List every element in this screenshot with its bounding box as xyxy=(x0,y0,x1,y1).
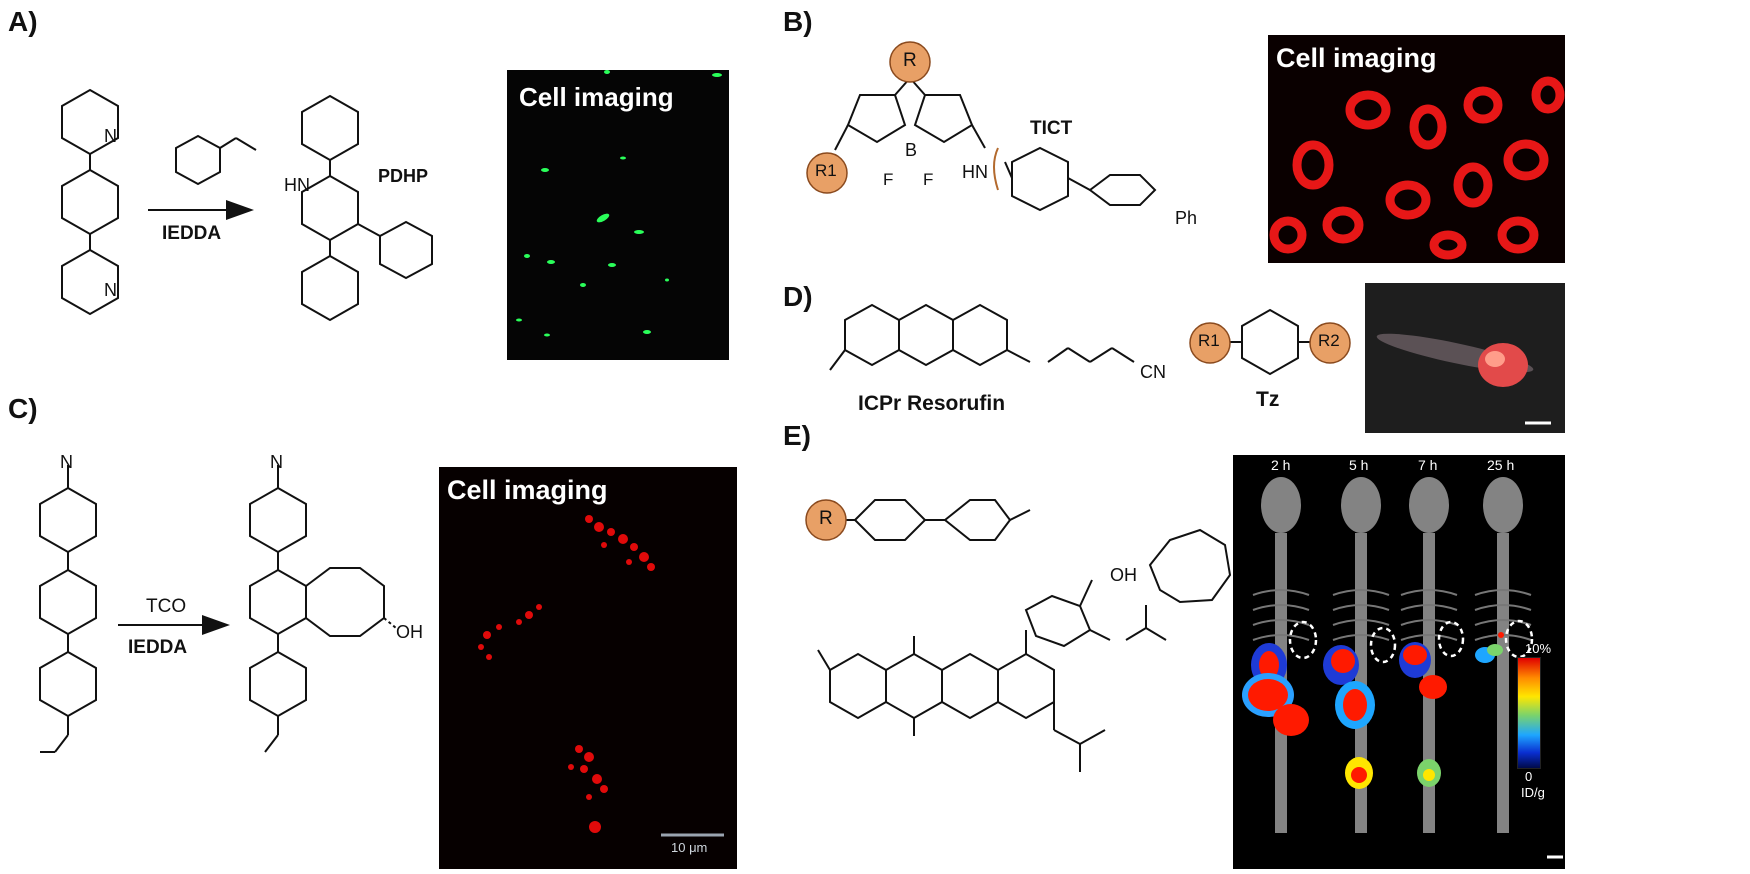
panel-e-doxorubicin xyxy=(817,528,1232,772)
timepoint-label-1: 2 h xyxy=(1271,457,1291,473)
panel-label-c: C) xyxy=(8,393,38,424)
panel-e-oh-label: OH xyxy=(1110,565,1137,585)
panel-a-styrene xyxy=(175,134,257,186)
panel-c-tco-label: TCO xyxy=(146,596,187,617)
colorbar-unit: ID/g xyxy=(1521,785,1545,800)
panel-b-imaging-title: Cell imaging xyxy=(1276,43,1437,73)
panel-b-r1-label: R1 xyxy=(815,161,837,180)
panel-b-red-cells xyxy=(1269,76,1565,260)
panel-c-product xyxy=(249,465,397,753)
panel-d-cn-label: CN xyxy=(1140,362,1166,382)
panel-d-r1-label: R1 xyxy=(1198,331,1220,350)
panel-a-imaging-title: Cell imaging xyxy=(519,82,674,112)
panel-c-oh-label: OH xyxy=(396,622,423,642)
colorbar-min: 0 xyxy=(1525,769,1533,784)
panel-b-r-label: R xyxy=(903,50,917,71)
panel-label-b: B) xyxy=(783,6,813,37)
panel-a-green-spots xyxy=(516,70,722,337)
panel-c-cell-image: Cell imaging 10 μm xyxy=(439,467,737,869)
pet-colorbar xyxy=(1517,657,1541,769)
panel-b-cell-image: Cell imaging xyxy=(1268,35,1565,263)
panel-c-imaging-title: Cell imaging xyxy=(447,475,608,505)
panel-d-tetrazine xyxy=(1230,308,1310,376)
timepoint-label-4: 25 h xyxy=(1487,457,1515,473)
panel-a-pdhp xyxy=(301,94,433,322)
panel-label-a: A) xyxy=(8,6,38,37)
panel-d-compound-label: ICPr Resorufin xyxy=(858,392,1006,415)
panel-a-cell-image: Cell imaging xyxy=(507,70,729,360)
panel-a-n1: N xyxy=(104,126,117,146)
panel-b-f2-label: F xyxy=(923,170,934,189)
panel-c-n-label: N xyxy=(60,452,73,472)
panel-a-product-label: PDHP xyxy=(378,166,429,186)
panel-b-hn-label: HN xyxy=(962,162,988,182)
panel-label-d: D) xyxy=(783,281,813,312)
panel-d-zebrafish-image xyxy=(1365,283,1565,433)
panel-e-tetrazine xyxy=(838,499,1031,541)
panel-d-r2-label: R2 xyxy=(1318,331,1340,350)
panel-b-f1-label: F xyxy=(883,170,894,189)
timepoint-label-2: 5 h xyxy=(1349,457,1369,473)
panel-c-n2-label: N xyxy=(270,452,283,472)
tracer-hotspots xyxy=(1242,632,1504,789)
panel-e-pet-image: 2 h 5 h 7 h 25 h 10% 0 ID/g xyxy=(1233,455,1565,869)
panel-label-e: E) xyxy=(783,420,811,451)
panel-c-iedda-label: IEDDA xyxy=(128,637,188,658)
timepoint-label-3: 7 h xyxy=(1418,457,1438,473)
panel-d-tz-label: Tz xyxy=(1256,388,1280,411)
panel-a-reagent-label: IEDDA xyxy=(162,223,222,244)
panel-c-red-clusters xyxy=(478,515,724,837)
panel-a-n2: N xyxy=(104,280,117,300)
panel-a-hn: HN xyxy=(284,175,310,195)
panel-c-scale-bar-label: 10 μm xyxy=(671,840,708,855)
panel-c-reactant xyxy=(39,465,97,753)
panel-b-ph-label: Ph xyxy=(1175,208,1198,228)
panel-b-b-label: B xyxy=(905,140,918,160)
panel-d-resorufin xyxy=(829,303,1135,371)
colorbar-max: 10% xyxy=(1525,641,1552,656)
panel-e-r-label: R xyxy=(819,508,833,529)
panel-b-tict-label: TICT xyxy=(1030,118,1073,139)
